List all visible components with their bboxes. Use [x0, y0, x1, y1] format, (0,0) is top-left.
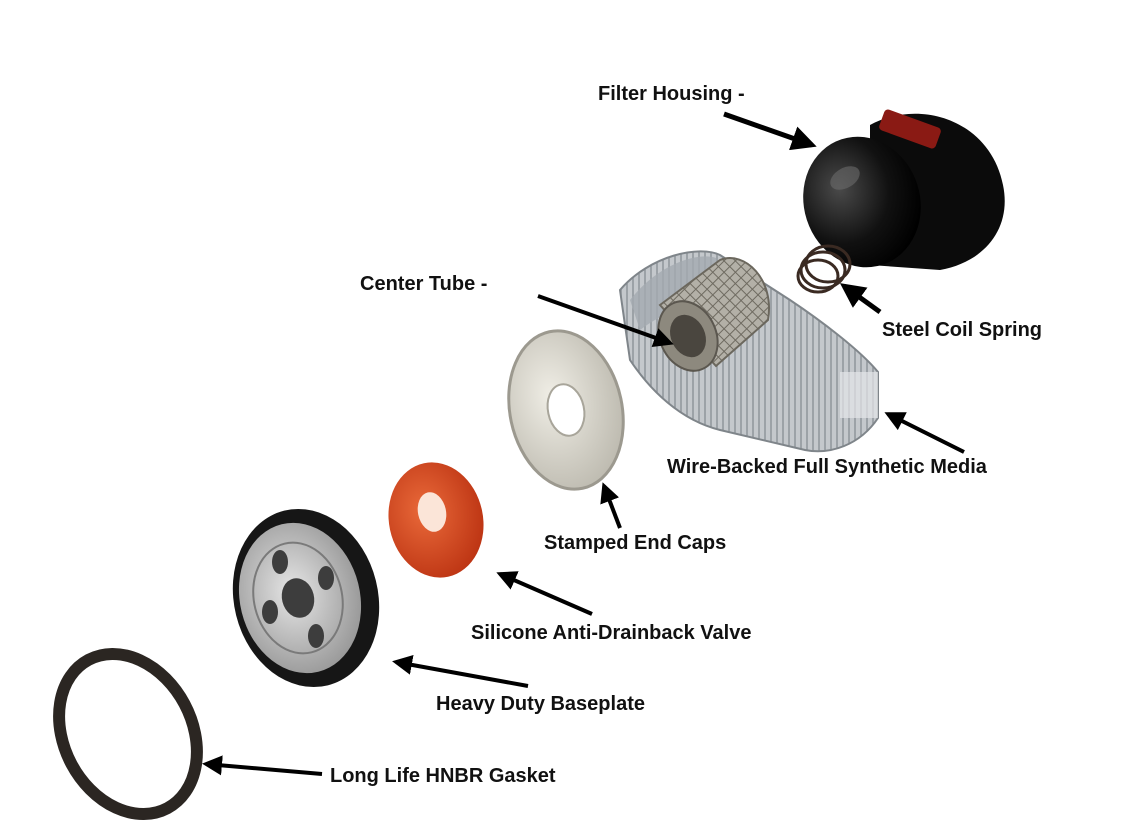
arrow-steel-coil-spring	[839, 283, 882, 315]
heavy-duty-baseplate	[232, 508, 380, 688]
label-stamped-end-caps: Stamped End Caps	[544, 532, 727, 554]
label-heavy-duty-baseplate: Heavy Duty Baseplate	[436, 693, 645, 715]
arrow-filter-housing	[723, 111, 817, 151]
label-silicone-valve: Silicone Anti-Drainback Valve	[471, 622, 752, 644]
center-tube	[657, 257, 771, 372]
arrow-gasket	[202, 755, 323, 776]
label-hnbr-gasket: Long Life HNBR Gasket	[330, 765, 556, 787]
arrow-center-tube	[537, 294, 674, 348]
label-steel-coil-spring: Steel Coil Spring	[882, 319, 1043, 341]
housing-end-face	[803, 136, 921, 268]
arrow-baseplate	[392, 655, 529, 688]
label-center-tube: Center Tube -	[360, 273, 488, 295]
label-filter-housing: Filter Housing -	[598, 83, 745, 105]
stamped-end-cap	[507, 329, 625, 491]
silicone-valve	[388, 462, 484, 578]
arrow-media	[884, 412, 965, 454]
label-synthetic-media: Wire-Backed Full Synthetic Media	[667, 456, 987, 478]
housing-label-band	[879, 109, 941, 149]
arrow-end-caps	[600, 482, 622, 529]
filter-housing	[803, 109, 1005, 270]
hnbr-gasket	[53, 647, 203, 821]
steel-coil-spring	[796, 244, 852, 294]
arrow-valve	[496, 571, 593, 616]
callout-arrows	[202, 111, 965, 776]
